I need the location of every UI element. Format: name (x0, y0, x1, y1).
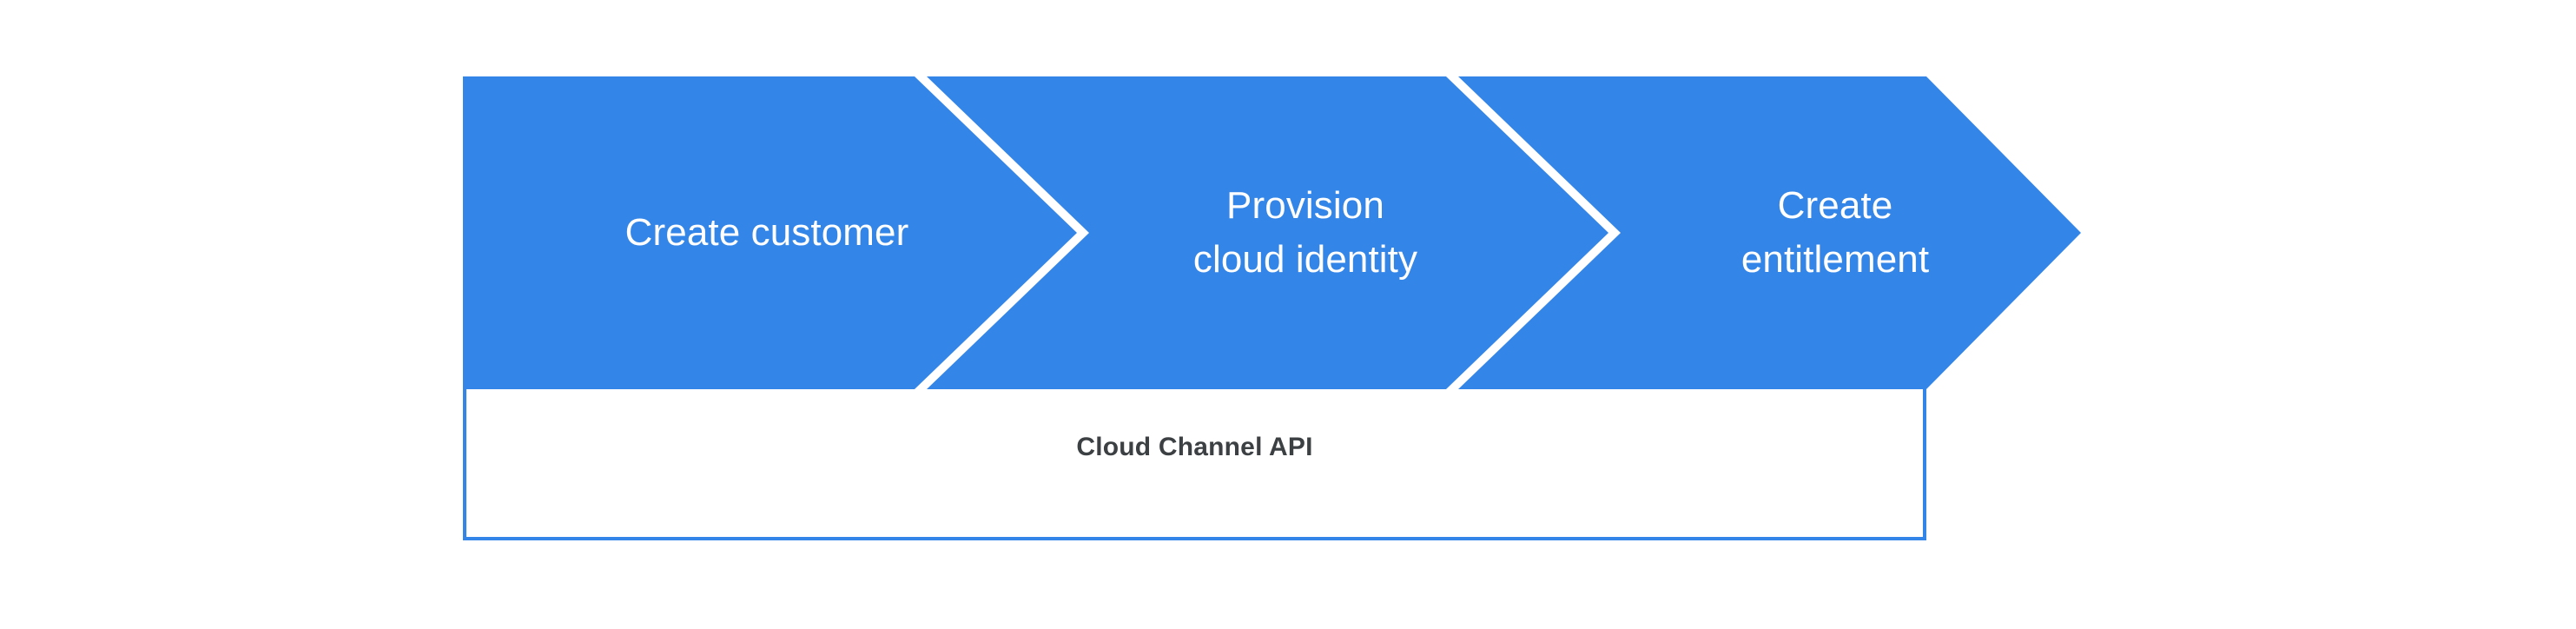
chevron-band-svg (463, 76, 2081, 389)
chevron-shape-step-3[interactable] (1458, 76, 2081, 389)
cloud-channel-api-label: Cloud Channel API (1076, 433, 1313, 461)
cloud-channel-api-bar: Cloud Channel API (463, 389, 1926, 540)
chevron-shape-step-2[interactable] (927, 76, 1608, 389)
chevron-shape-step-1[interactable] (463, 76, 1077, 389)
process-flow-band: Create customer Provision cloud identity… (463, 76, 2081, 389)
